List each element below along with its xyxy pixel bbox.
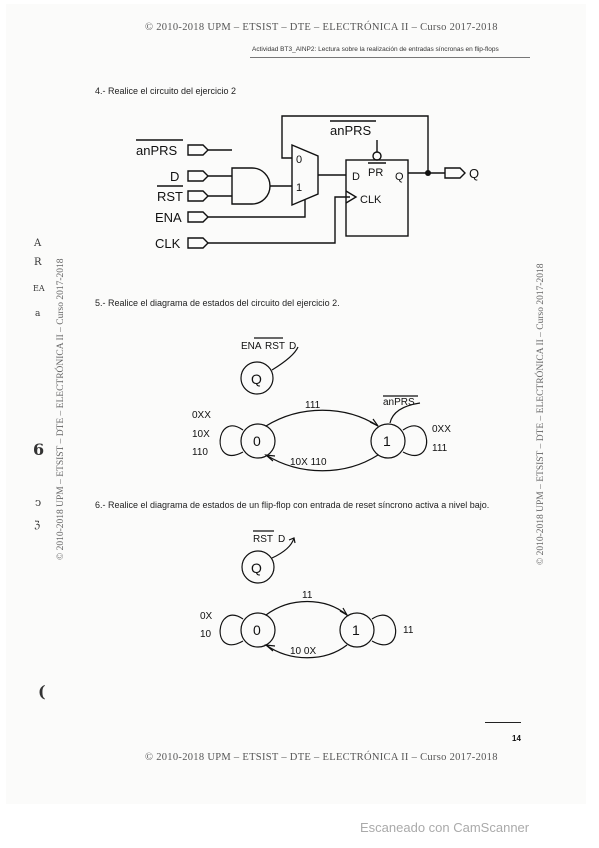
page-number-rule: [485, 722, 521, 723]
self-loop-1-label: 11: [403, 625, 414, 636]
legend-var-ena: ENA: [241, 341, 262, 352]
clk-input-connector: [187, 237, 209, 249]
question-5-title: 5.- Realice el diagrama de estados del c…: [95, 298, 340, 308]
state-1-circle: [370, 423, 406, 459]
rst-input-connector: [187, 190, 209, 202]
self-loop-0-label: 110: [192, 447, 208, 458]
ff-clk-label: CLK: [360, 194, 382, 206]
transition-1-to-0-label: 10 0X: [290, 646, 316, 657]
handwritten-mark: a: [35, 309, 41, 319]
state-1-label: 1: [352, 622, 360, 638]
legend-state-q: Q: [251, 560, 262, 576]
legend-var-d: D: [289, 341, 296, 352]
header-activity: Actividad BT3_AINP2: Lectura sobre la re…: [252, 46, 499, 53]
mux-input-0-label: 0: [296, 154, 302, 166]
anprs-transition-label: anPRS: [383, 397, 415, 408]
q-output-label: Q: [469, 166, 479, 181]
state-0-circle: [240, 612, 276, 648]
state-1-label: 1: [383, 433, 391, 449]
ena-input-label: ENA: [155, 210, 182, 225]
transition-1-to-0-label: 10X 110: [290, 457, 327, 468]
state-0-label: 0: [253, 622, 261, 638]
junction-dot: [425, 170, 431, 176]
anprs-input-label: anPRS: [136, 143, 178, 158]
self-loop-1: [402, 425, 428, 456]
self-loop-0: [219, 425, 244, 456]
handwritten-mark: R: [34, 257, 42, 268]
anprs-transition-arrow: [389, 402, 421, 424]
and-gate: [231, 167, 271, 205]
question-4-title: 4.- Realice el circuito del ejercicio 2: [95, 86, 237, 96]
state-0-label: 0: [253, 433, 261, 449]
handwritten-mark: 6: [33, 440, 45, 459]
scanned-page: [6, 4, 586, 804]
multiplexer: [291, 143, 319, 207]
transition-0-to-1-label: 111: [305, 400, 321, 411]
legend-var-rst: RST: [265, 341, 285, 352]
transition-0-to-1: [265, 409, 379, 427]
handwritten-mark: ℨ: [34, 520, 41, 531]
header-copyright: © 2010-2018 UPM – ETSIST – DTE – ELECTRÓ…: [145, 22, 498, 33]
footer-copyright: © 2010-2018 UPM – ETSIST – DTE – ELECTRÓ…: [145, 752, 498, 763]
anprs-input-connector: [187, 144, 209, 156]
page-number: 14: [512, 734, 521, 743]
ff-q-label: Q: [395, 171, 404, 183]
self-loop-0-label: 10X: [192, 429, 210, 440]
state-1-circle: [339, 612, 375, 648]
self-loop-0: [219, 614, 244, 646]
question-6-title: 6.- Realice el diagrama de estados de un…: [95, 500, 490, 510]
transition-0-to-1-label: 11: [302, 590, 313, 601]
self-loop-1: [371, 614, 397, 646]
transition-0-to-1: [265, 600, 348, 616]
legend-var-rst: RST: [253, 534, 273, 545]
handwritten-mark: (: [38, 682, 46, 701]
transition-1-to-0: [265, 644, 348, 659]
self-loop-0-label: 0XX: [192, 410, 211, 421]
self-loop-1-label: 0XX: [432, 424, 451, 435]
ena-input-connector: [187, 211, 209, 223]
legend-var-d: D: [278, 534, 285, 545]
clk-input-label: CLK: [155, 236, 181, 251]
ff-anprs-label: anPRS: [330, 123, 372, 138]
self-loop-1-label: 111: [432, 443, 448, 454]
header-rule: [250, 57, 530, 58]
legend-state-q: Q: [251, 371, 262, 387]
self-loop-0-label: 0X: [200, 611, 213, 622]
d-input-label: D: [170, 169, 179, 184]
state-0-circle: [240, 423, 276, 459]
rst-input-label: RST: [157, 189, 183, 204]
camscanner-watermark: Escaneado con CamScanner: [360, 820, 530, 835]
ff-pr-label: PR: [368, 167, 383, 179]
handwritten-mark: EA: [33, 284, 45, 293]
legend-state-circle: [241, 550, 275, 584]
handwritten-mark: A: [34, 238, 42, 249]
handwritten-mark: ↄ: [35, 496, 42, 509]
legend-state-circle: [240, 361, 274, 395]
ff-d-label: D: [352, 171, 360, 183]
self-loop-0-label: 10: [200, 629, 212, 640]
mux-input-1-label: 1: [296, 182, 302, 194]
transition-1-to-0: [265, 454, 379, 472]
d-input-connector: [187, 170, 209, 182]
q-output-connector: [444, 167, 466, 179]
